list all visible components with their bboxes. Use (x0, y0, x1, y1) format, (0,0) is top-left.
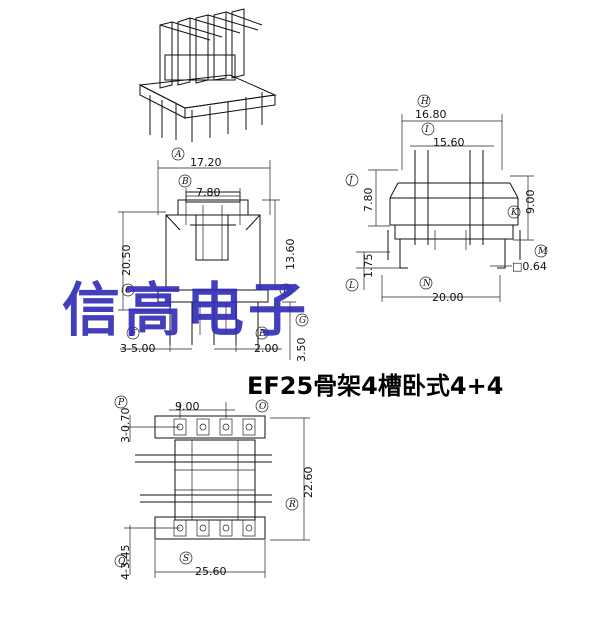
dim-e-value: 2.00 (254, 342, 279, 355)
dim-g-value: 3.50 (295, 338, 308, 363)
front-view: A 17.20 B 7.80 20.50 C 13.60 D F 3-5.00 … (118, 147, 309, 363)
dim-l-label: L (348, 281, 355, 291)
dim-e-label: E (258, 329, 266, 339)
dim-i-label: I (424, 125, 429, 135)
dim-n-value: 20.00 (432, 291, 464, 304)
dim-r-value: 22.60 (302, 467, 315, 499)
dim-o-label: O (259, 402, 267, 412)
dim-c-value: 20.50 (120, 245, 133, 277)
dim-f-value: 3-5.00 (120, 342, 155, 355)
dim-q-label: Q (118, 557, 126, 567)
dim-o-value: 9.00 (175, 400, 200, 413)
dim-r-label: R (288, 500, 296, 510)
watermark-text: 信高电子 (62, 276, 310, 344)
dim-a-value: 17.20 (190, 156, 222, 169)
dim-h-value: 16.80 (415, 108, 447, 121)
product-title: EF25骨架4槽卧式4+4 (247, 372, 503, 400)
dim-j-value: 7.80 (362, 188, 375, 213)
isometric-view (138, 8, 277, 142)
dim-p-label: P (117, 398, 125, 408)
dim-d-value: 13.60 (284, 239, 297, 271)
dim-f-label: F (129, 329, 137, 339)
dim-b-value: 7.80 (196, 186, 221, 199)
dim-d-label: D (282, 286, 290, 296)
side-view: H 16.80 I 15.60 J 7.80 K 9.00 L 1.75 M □… (345, 94, 548, 304)
dim-s-label: S (183, 554, 189, 564)
dim-k-label: K (510, 208, 519, 218)
dim-k-value: 9.00 (524, 190, 537, 215)
dim-s-value: 25.60 (195, 565, 227, 578)
dim-i-value: 15.60 (433, 136, 465, 149)
dim-m-label: M (537, 247, 548, 257)
dim-h-label: H (420, 97, 429, 107)
dim-n-label: N (422, 279, 432, 289)
dim-j-label: J (347, 176, 354, 186)
dim-q-value: 4-3.45 (119, 545, 132, 580)
bottom-view: 9.00 O P 3-0.70 22.60 R Q 4-3.45 S 25.60 (114, 395, 315, 580)
dim-p-value: 3-0.70 (119, 408, 132, 443)
dim-a-label: A (174, 150, 182, 160)
dim-c-label: C (125, 286, 132, 296)
dim-m-value: □0.64 (512, 260, 547, 273)
dim-l-value: 1.75 (362, 254, 375, 279)
dim-g-label: G (299, 316, 306, 326)
dim-b-label: B (181, 177, 189, 187)
